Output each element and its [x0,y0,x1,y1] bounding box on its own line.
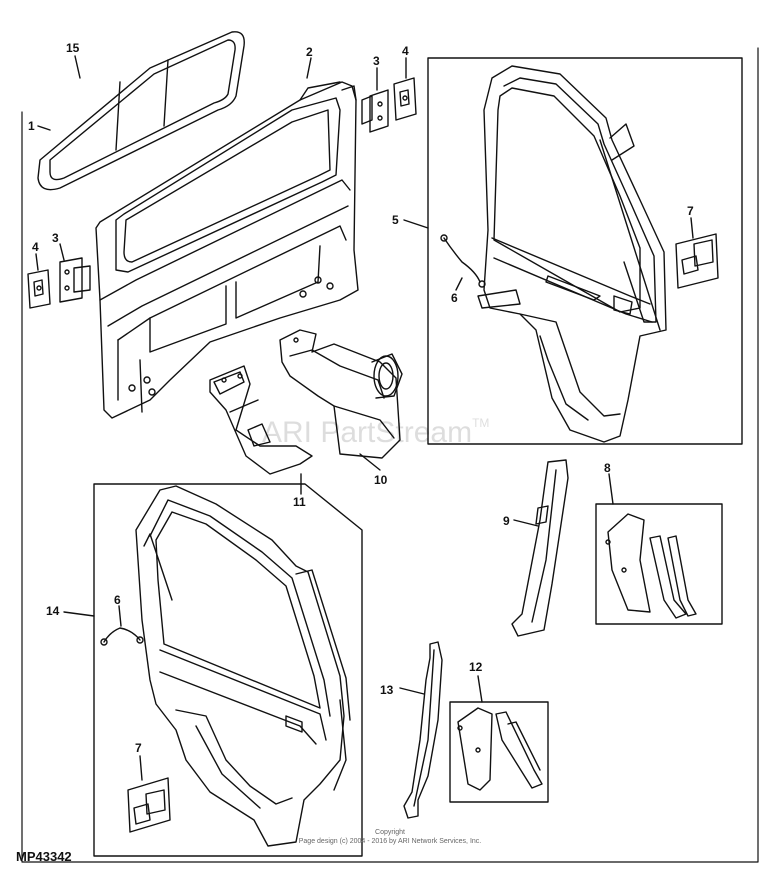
callout-4a: 4 [402,44,409,58]
door-handle-right [675,233,719,289]
callout-15: 15 [66,41,80,55]
watermark: ARI PartStreamTM [262,416,489,450]
leader-7a [690,217,694,239]
door-right [477,65,667,443]
seal-strips-8 [605,513,697,619]
leader-4b [35,253,39,271]
door-cable-right [440,234,486,288]
callout-7b: 7 [135,741,142,755]
callout-3a: 3 [373,54,380,68]
leader-14 [63,611,95,617]
rear-panel [95,81,359,419]
center-bracket [209,365,313,475]
hinge-bracket-left [59,257,91,303]
seal-box-8 [595,503,723,625]
watermark-trademark: TM [472,416,490,430]
callout-7a: 7 [687,204,694,218]
leader-8 [608,473,614,505]
leader-5 [403,219,429,229]
watermark-text: ARI PartStream [262,416,473,449]
callout-11: 11 [293,495,306,509]
copyright: Copyright Page design (c) 2004 - 2016 by… [0,828,780,846]
diagram-frame [21,47,759,863]
rear-window-glass [37,31,245,191]
leader-13 [399,687,425,695]
latch-plate-upper [393,77,417,121]
leader-6b [118,605,122,627]
seal-box-12 [449,701,549,803]
callout-3b: 3 [52,231,59,245]
leader-7b [139,755,143,781]
callout-2: 2 [306,45,313,59]
latch-plate-left [27,269,51,309]
hinge-bracket-upper [361,89,389,133]
seal-strips-12 [457,707,543,791]
leader-1 [37,125,51,131]
callout-12: 12 [469,660,483,674]
diagram-code: MP43342 [16,849,72,864]
door-cable-left [100,627,144,646]
leader-2 [306,57,312,79]
leader-6a [455,277,463,291]
callout-14: 14 [46,604,60,618]
door-right-box [427,57,743,445]
callout-8: 8 [604,461,611,475]
leader-12 [477,675,483,703]
door-left [135,485,351,847]
copyright-line-1: Copyright [375,829,405,836]
callout-6a: 6 [451,291,458,305]
leader-15 [74,55,81,79]
callout-10: 10 [374,473,388,487]
leader-9 [513,519,539,527]
callout-13: 13 [380,683,394,697]
callout-4b: 4 [32,240,39,254]
duct-housing [279,329,403,459]
callout-1: 1 [28,119,35,133]
door-left-box [93,483,363,857]
copyright-line-2: Page design (c) 2004 - 2016 by ARI Netwo… [298,838,482,845]
callout-9: 9 [503,514,510,528]
callout-5: 5 [392,213,399,227]
pillar-strip [511,459,569,637]
lower-pillar-strip [403,641,443,819]
leader-10 [359,453,381,471]
door-handle-left [127,777,171,833]
leader-3b [59,243,65,261]
callout-6b: 6 [114,593,121,607]
